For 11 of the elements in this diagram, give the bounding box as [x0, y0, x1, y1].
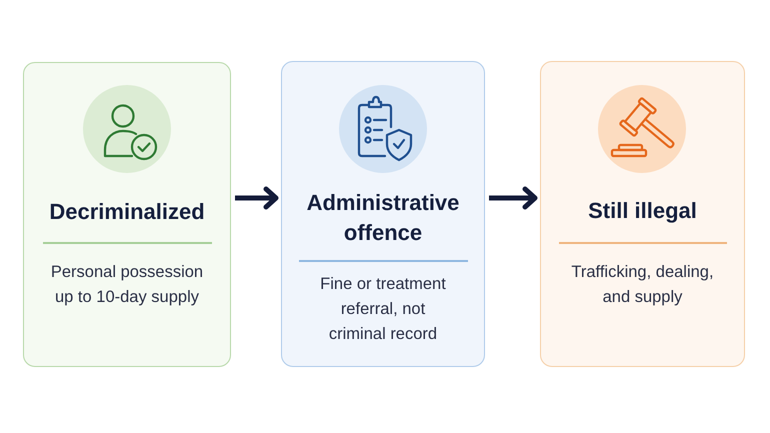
card-description: Personal possession up to 10-day supply: [50, 262, 204, 308]
card-title: Administrative offence: [306, 189, 460, 247]
arrow: [235, 186, 278, 210]
card-description: Trafficking, dealing, and supply: [570, 262, 715, 308]
arrow: [489, 186, 538, 210]
card: [281, 61, 485, 367]
card-title: Still illegal: [587, 197, 698, 225]
card-title: Decriminalized: [48, 198, 206, 226]
card-description: Fine or treatment referral, not criminal record: [319, 274, 447, 345]
card: [23, 62, 231, 367]
card: [540, 61, 745, 367]
